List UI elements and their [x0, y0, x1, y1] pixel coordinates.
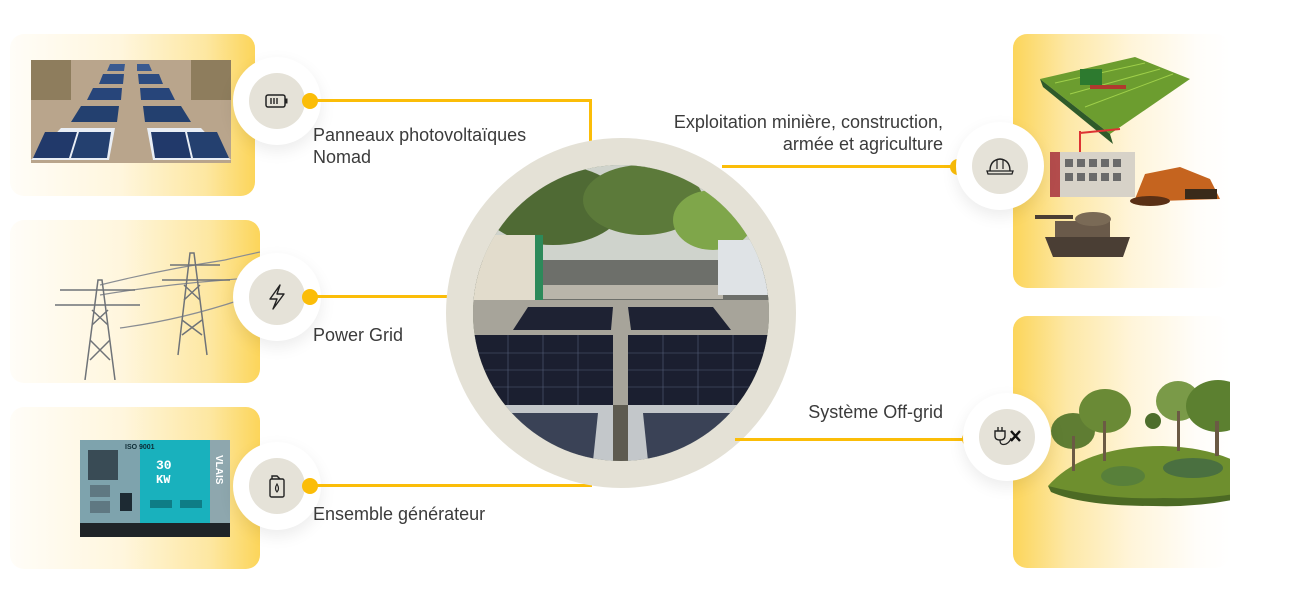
- fuel-canister-icon: [269, 475, 285, 498]
- industries-label: Exploitation minière, construction, armé…: [640, 111, 943, 155]
- solar-label-line2: Nomad: [313, 147, 372, 167]
- connector-line-generator: [310, 484, 592, 487]
- generator-unit-text: KW: [156, 473, 171, 487]
- industries-icon-badge: [956, 122, 1044, 210]
- connector-line-solar-vertical: [589, 99, 592, 144]
- connector-line-offgrid: [735, 438, 972, 441]
- offgrid-label: Système Off-grid: [808, 402, 943, 422]
- connector-line-grid: [310, 295, 450, 298]
- generator-image: ISO 9001 30 KW VLAIS: [80, 440, 230, 537]
- hard-hat-icon: [986, 158, 1014, 175]
- industries-card: [1013, 34, 1230, 288]
- unplugged-icon: [994, 427, 1021, 446]
- offgrid-card: [1013, 316, 1230, 568]
- industries-collage-image: [1035, 57, 1220, 257]
- industries-label-line1: Exploitation minière, construction,: [673, 112, 943, 132]
- green-island-image: [1048, 380, 1230, 507]
- offgrid-icon-badge: [963, 393, 1051, 481]
- solar-label: Panneaux photovoltaïques Nomad: [313, 124, 526, 168]
- generator-label: Ensemble générateur: [313, 504, 486, 524]
- power-grid-card: [10, 220, 260, 383]
- connector-line-solar: [310, 99, 592, 102]
- grid-label: Power Grid: [313, 325, 404, 345]
- generator-brand-text: VLAIS: [213, 455, 224, 485]
- mobile-solar-container-image: [473, 165, 769, 461]
- lightning-bolt-icon: [269, 284, 285, 310]
- generator-power-text: 30: [156, 458, 172, 473]
- solar-panels-card: [10, 34, 255, 196]
- industries-label-line2: armée et agriculture: [782, 134, 943, 154]
- generator-cert-text: ISO 9001: [125, 444, 155, 451]
- power-towers-image: [55, 251, 260, 380]
- battery-icon: [265, 94, 288, 108]
- generator-icon-badge: [233, 442, 321, 530]
- center-hub: [446, 138, 796, 488]
- generator-card: ISO 9001 30 KW VLAIS: [10, 407, 260, 569]
- connector-line-industries: [722, 165, 960, 168]
- solar-panels-field-image: [31, 60, 231, 163]
- solar-label-line1: Panneaux photovoltaïques: [313, 125, 527, 145]
